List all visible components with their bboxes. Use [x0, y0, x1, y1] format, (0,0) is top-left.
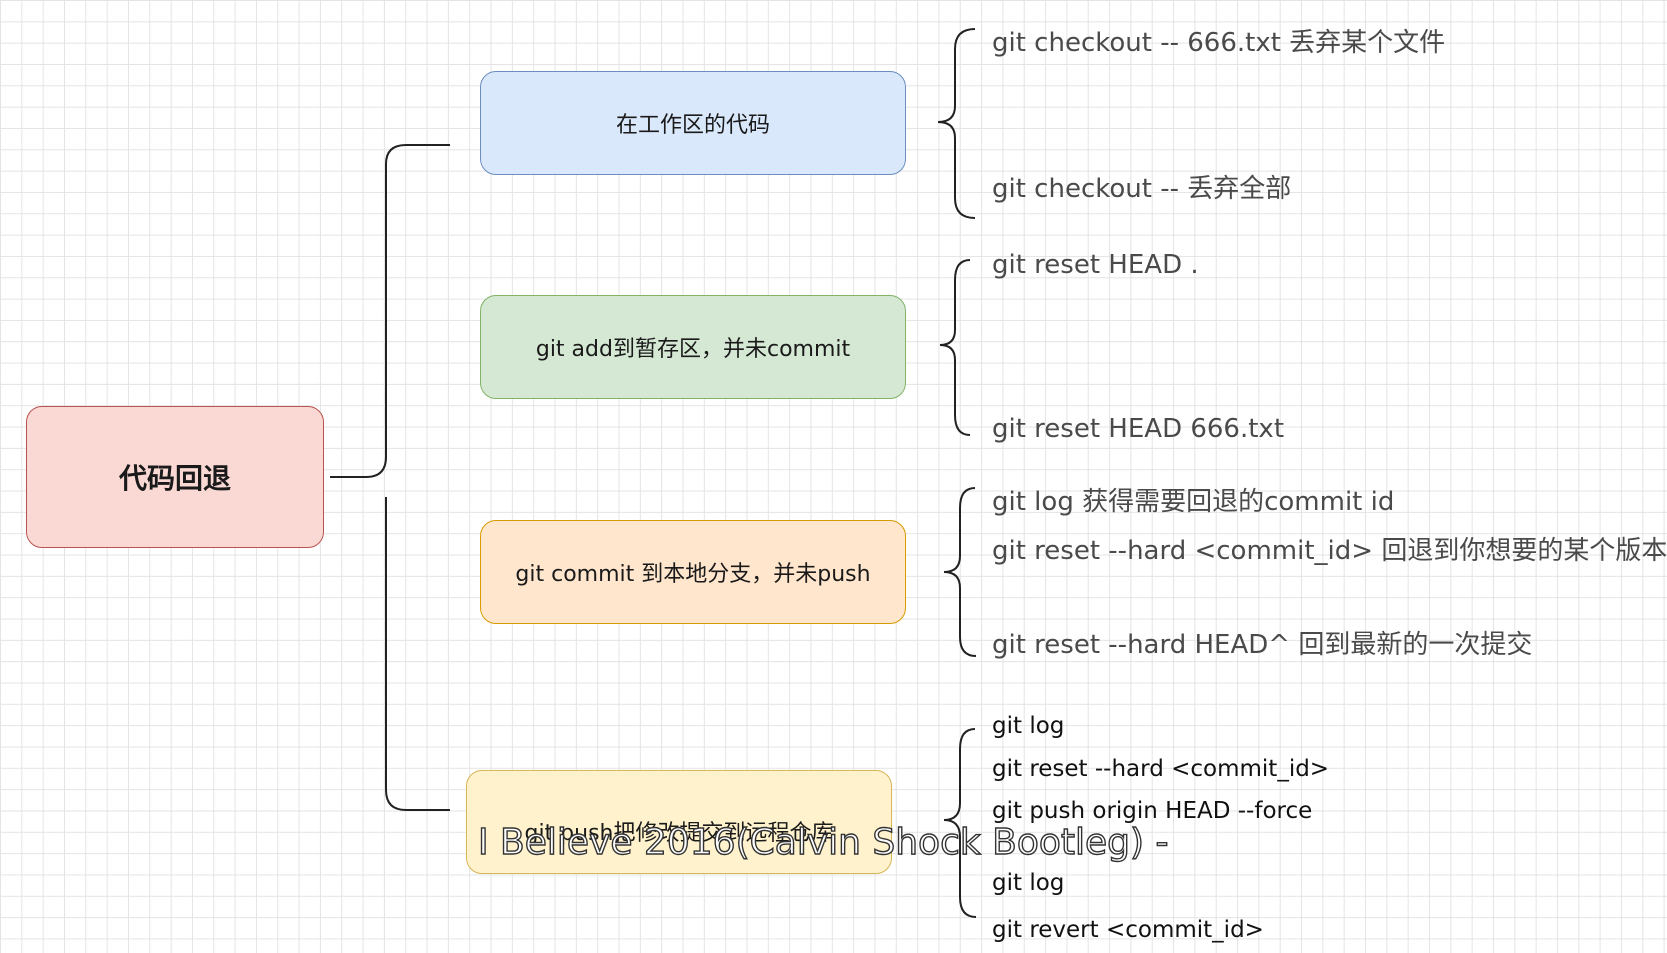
command-text: git log: [992, 713, 1065, 739]
command-text: git push origin HEAD --force: [992, 798, 1313, 824]
command-text: git checkout -- 666.txt 丢弃某个文件: [992, 28, 1446, 58]
command-text: git reset --hard <commit_id> 回退到你想要的某个版本: [992, 536, 1667, 566]
command-text: git reset --hard <commit_id>: [992, 756, 1330, 782]
video-subtitle-overlay: I Believe 2016(Calvin Shock Bootleg) -: [477, 821, 1169, 863]
brace-1: [937, 28, 976, 219]
root-node[interactable]: 代码回退: [26, 406, 324, 548]
brace-3: [943, 487, 977, 657]
branch-node-workspace[interactable]: 在工作区的代码: [480, 71, 906, 175]
branch-node-staged[interactable]: git add到暂存区，并未commit: [480, 295, 906, 399]
brace-2: [939, 259, 971, 436]
command-text: git checkout -- 丢弃全部: [992, 174, 1292, 204]
root-connector: [330, 144, 450, 811]
command-text: git revert <commit_id>: [992, 917, 1264, 943]
command-text: git reset HEAD 666.txt: [992, 414, 1285, 444]
command-text: git reset HEAD .: [992, 250, 1199, 280]
command-text: git reset --hard HEAD^ 回到最新的一次提交: [992, 630, 1533, 660]
branch-node-pushed[interactable]: git push把修改提交到远程仓库: [466, 770, 892, 874]
brace-4: [943, 728, 977, 918]
command-text: git log 获得需要回退的commit id: [992, 487, 1395, 517]
branch-node-local-commit[interactable]: git commit 到本地分支，并未push: [480, 520, 906, 624]
command-text: git log: [992, 870, 1065, 896]
